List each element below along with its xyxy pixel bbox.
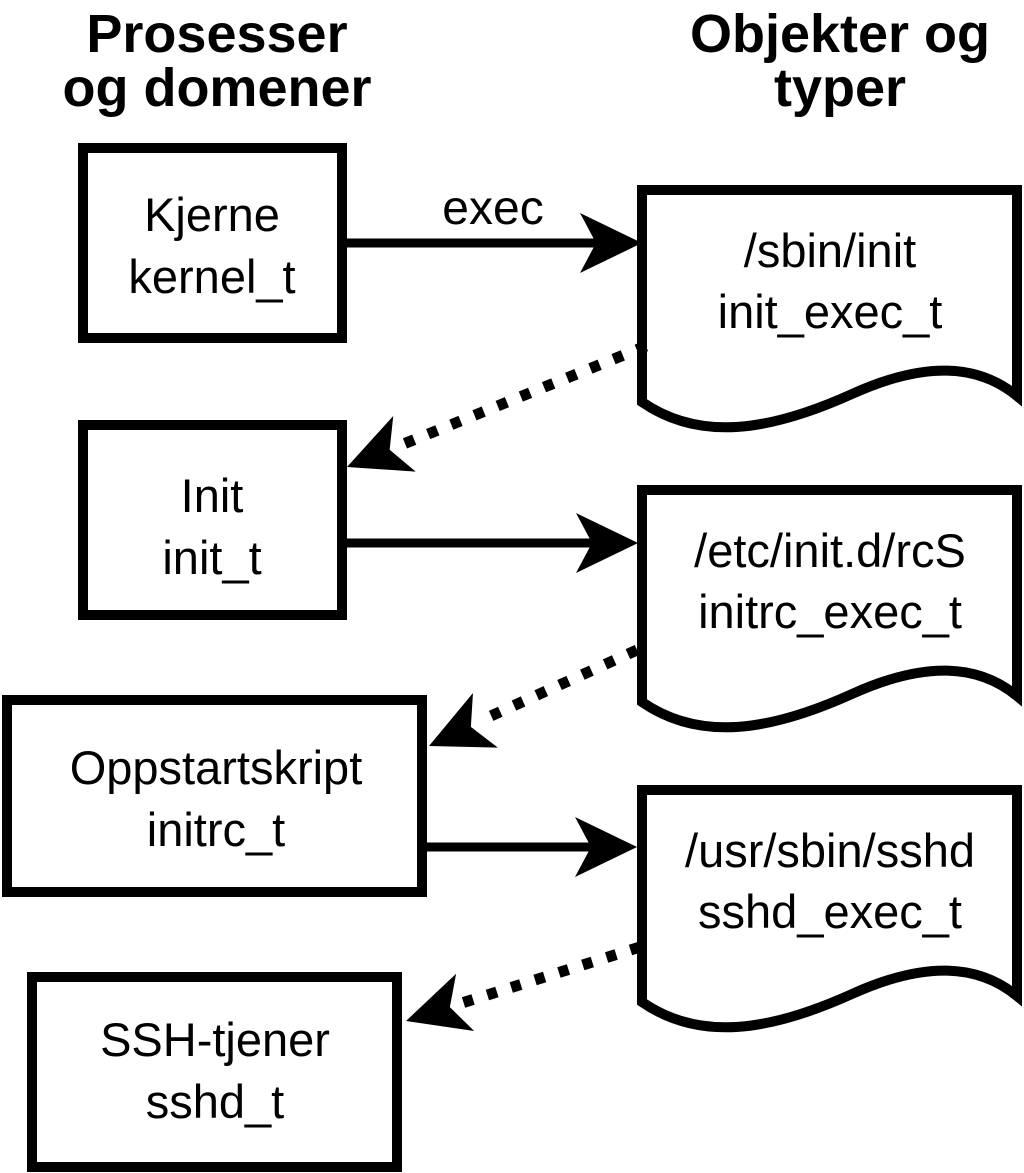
process-domain-type: kernel_t: [128, 250, 295, 303]
exec-arrow-init-to-rcs: [344, 513, 638, 573]
object-document-sshd: /usr/sbin/sshd sshd_exec_t: [637, 785, 1022, 1033]
header-processes-line2: og domener: [62, 58, 371, 118]
arrowhead-right-icon: [576, 513, 638, 573]
arrowhead-downleft-icon: [347, 415, 416, 472]
object-type: sshd_exec_t: [698, 885, 962, 938]
transition-arrow-rcs-to-initrc: [429, 644, 640, 748]
transition-arrow-sbininit-to-init: [347, 340, 649, 472]
transition-arrow-sshdexec-to-sshd: [406, 941, 642, 1031]
process-box-sshd: SSH-tjener sshd_t: [27, 972, 402, 1172]
arrowhead-downleft-icon: [406, 973, 475, 1031]
exec-arrow-initrc-to-sshd: [420, 817, 637, 877]
process-domain-type: sshd_t: [146, 1075, 284, 1128]
process-domain-type: init_t: [162, 531, 261, 584]
arrowhead-downleft-icon: [429, 692, 498, 748]
header-objects-line2: typer: [774, 58, 906, 118]
column-header-processes: Prosesser og domener: [62, 4, 371, 118]
header-processes-line1: Prosesser: [86, 4, 347, 64]
process-domain-type: initrc_t: [147, 803, 285, 856]
process-name: Kjerne: [144, 188, 280, 241]
dotted-shaft: [460, 941, 642, 1009]
process-box-rect: [78, 420, 347, 620]
exec-edge-label: exec: [442, 182, 543, 235]
process-box-rect: [2, 695, 427, 897]
process-box-kernel: Kjerne kernel_t: [78, 143, 347, 343]
column-header-objects: Objekter og typer: [690, 4, 990, 118]
process-box-rect: [78, 143, 347, 343]
process-name: SSH-tjener: [100, 1013, 330, 1066]
document-shape: [637, 185, 1022, 433]
process-name: Init: [181, 469, 244, 522]
dotted-shaft: [479, 644, 640, 726]
header-objects-line1: Objekter og: [690, 4, 990, 64]
process-box-initrc: Oppstartskript initrc_t: [2, 695, 427, 897]
object-path: /sbin/init: [744, 224, 916, 277]
process-name: Oppstartskript: [70, 741, 363, 794]
object-document-sbininit: /sbin/init init_exec_t: [637, 185, 1022, 433]
object-path: /usr/sbin/sshd: [685, 824, 975, 877]
document-shape: [637, 785, 1022, 1033]
object-type: init_exec_t: [718, 285, 943, 338]
arrowhead-right-icon: [580, 213, 642, 273]
arrowhead-right-icon: [575, 817, 637, 877]
object-type: initrc_exec_t: [698, 585, 962, 638]
object-document-rcs: /etc/init.d/rcS initrc_exec_t: [637, 485, 1022, 733]
dotted-shaft: [398, 340, 649, 451]
exec-arrow-kernel-to-sbininit: exec: [344, 182, 642, 273]
object-path: /etc/init.d/rcS: [694, 524, 966, 577]
process-box-init: Init init_t: [78, 420, 347, 620]
document-shape: [637, 485, 1022, 733]
process-box-rect: [27, 972, 402, 1172]
